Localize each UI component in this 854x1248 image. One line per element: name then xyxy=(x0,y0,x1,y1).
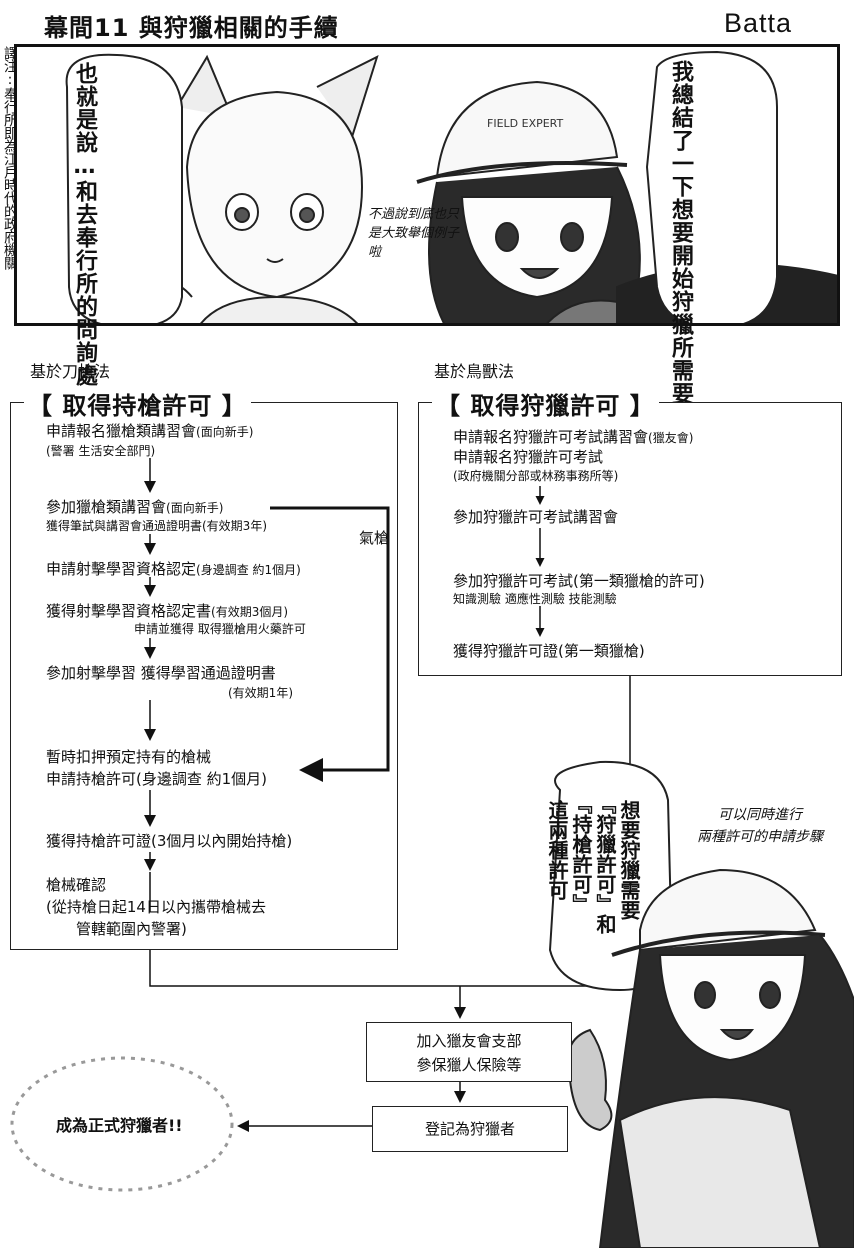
right-step-2: 申請報名狩獵許可考試 xyxy=(453,448,604,466)
speech-bubbles xyxy=(65,50,778,323)
left-step-4-sub: 申請並獲得 取得獵槍用火藥許可 xyxy=(134,622,306,636)
right-step-4: 參加狩獵許可考試(第一類獵槍的許可) xyxy=(453,572,705,590)
handwritten-aside: 不過說到底也只是大致舉個例子啦 xyxy=(368,207,460,260)
right-step-1: 申請報名狩獵許可考試講習會(獵友會) xyxy=(453,428,694,446)
left-step-4: 獲得射擊學習資格認定書(有效期3個月) xyxy=(46,602,289,620)
pointing-girl-illustration xyxy=(566,868,854,1248)
register-hunter-box: 登記為狩獵者 xyxy=(372,1106,568,1152)
hunting-permit-title: 【 取得狩獵許可 】 xyxy=(432,386,659,421)
bottom-aside: 可以同時進行 兩種許可的申請步驟 xyxy=(680,804,840,848)
left-step-9-detail-a: (從持槍日起14日以內攜帶槍械去 xyxy=(46,898,266,916)
gun-permit-box xyxy=(10,402,398,950)
bottom-bubble-col4: 這兩種許可 xyxy=(545,800,569,900)
right-step-3: 參加狩獵許可考試講習會 xyxy=(453,508,619,526)
left-step-2: 參加獵槍類講習會(面向新手) xyxy=(46,498,224,516)
left-law-label: 基於刀槍法 xyxy=(30,362,111,381)
left-step-6: 暫時扣押預定持有的槍械 xyxy=(46,748,212,766)
left-step-3: 申請射擊學習資格認定(身邊調查 約1個月) xyxy=(46,560,301,578)
right-step-4-sub: 知識測驗 適應性測驗 技能測驗 xyxy=(453,592,617,606)
gun-permit-title: 【 取得持槍許可 】 xyxy=(24,386,251,421)
page-title: 幕間11 與狩獵相關的手續 xyxy=(44,14,339,42)
left-step-1-sub: (警署 生活安全部門) xyxy=(46,444,156,458)
manga-panel: FIELD EXPERT xyxy=(14,44,840,326)
air-gun-label: 氣槍 xyxy=(357,527,392,548)
bottom-bubble-col1: 想要狩獵需要 xyxy=(617,800,641,920)
final-cloud-outline xyxy=(10,1056,234,1192)
right-law-label: 基於鳥獸法 xyxy=(434,362,515,381)
bottom-aside-line2: 兩種許可的申請步驟 xyxy=(697,829,823,845)
join-line-1: 加入獵友會支部 xyxy=(416,1032,522,1050)
author-name: Batta xyxy=(723,8,792,38)
bottom-aside-line1: 可以同時進行 xyxy=(718,807,802,823)
right-step-2-sub: (政府機關分部或林務事務所等) xyxy=(453,469,619,483)
left-step-5-sub: (有效期1年) xyxy=(228,686,293,700)
air-gun-bypass-arrow xyxy=(270,506,390,782)
left-step-2-sub: 獲得筆試與講習會通過證明書(有效期3年) xyxy=(46,519,267,533)
right-step-5: 獲得狩獵許可證(第一類獵槍) xyxy=(453,642,645,660)
left-step-7: 申請持槍許可(身邊調查 約1個月) xyxy=(46,770,268,788)
left-step-9: 槍械確認 xyxy=(46,876,107,894)
join-association-box: 加入獵友會支部 參保獵人保險等 xyxy=(366,1022,572,1082)
left-step-8: 獲得持槍許可證(3個月以內開始持槍) xyxy=(46,832,293,850)
svg-text:FIELD EXPERT: FIELD EXPERT xyxy=(487,117,564,130)
final-goal-text: 成為正式狩獵者!! xyxy=(56,1116,183,1135)
left-merge-line xyxy=(149,950,460,987)
left-step-9-detail-b: 管轄範圍內警署) xyxy=(76,920,187,938)
left-step-5: 參加射擊學習 獲得學習通過證明書 xyxy=(46,664,276,682)
bottom-bubble-col2: 『狩獵許可』和 xyxy=(593,794,617,934)
fox-girl-illustration xyxy=(135,54,379,323)
left-step-1: 申請報名獵槍類講習會(面向新手) xyxy=(46,422,254,440)
bottom-bubble-col3: 『持槍許可』 xyxy=(569,794,593,914)
join-line-2: 參保獵人保險等 xyxy=(416,1056,522,1074)
hunting-permit-box xyxy=(418,402,842,676)
